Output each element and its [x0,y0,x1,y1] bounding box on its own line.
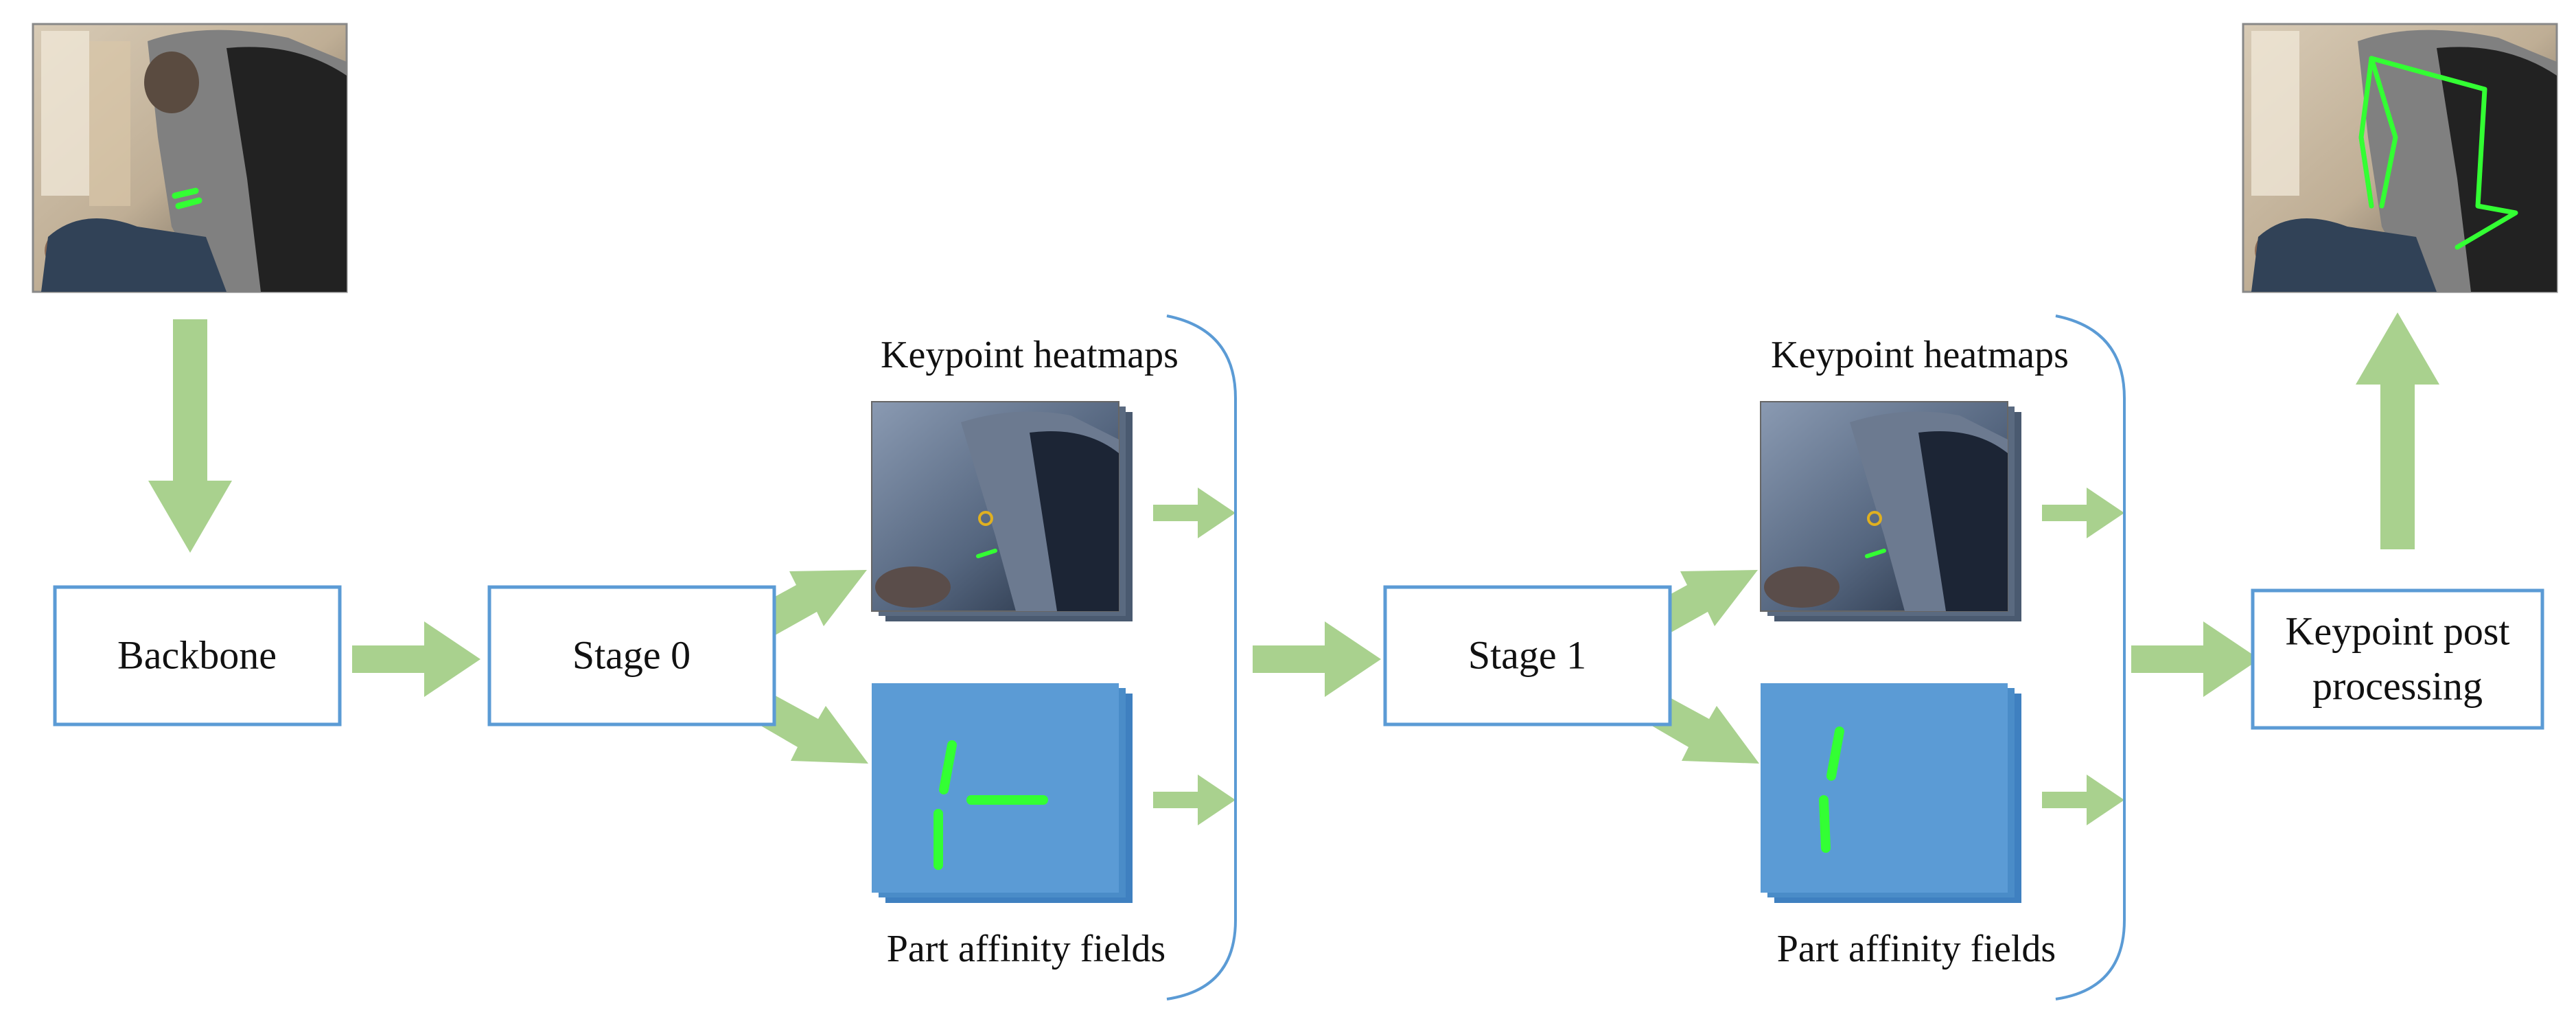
stage1-box: Stage 1 [1383,585,1672,726]
pose-skeleton [2358,56,2518,250]
stage0-label: Stage 0 [572,632,691,677]
arrow-stage0-to-pafs [755,694,868,764]
keypoint-post-processing-box: Keypoint post processing [2251,588,2544,730]
backbone-box: Backbone [53,585,342,726]
heatmaps1-label: Keypoint heatmaps [1771,334,2069,376]
arrow-stage1-to-pafs [1646,694,1759,764]
arrow-brace1-to-post [2131,621,2260,697]
arrow-pafs0-to-brace [1153,775,1235,825]
heatmap-stack-1 [1760,401,2021,621]
bracket-stage1 [2055,314,2126,1000]
arrow-backbone-to-stage0 [352,621,480,697]
heatmap-stack-0 [871,401,1133,621]
stage1-label: Stage 1 [1468,632,1586,677]
arrow-heatmaps1-to-brace [2042,488,2124,538]
paf-stack-1 [1761,683,2021,903]
bracket-stage0 [1166,314,1237,1000]
input-photo [32,23,348,293]
pafs1-label: Part affinity fields [1777,928,2056,970]
arrow-pafs1-to-brace [2042,775,2124,825]
arrow-heatmaps0-to-brace [1153,488,1235,538]
arrow-input-to-backbone [148,319,232,553]
output-photo [2242,23,2558,293]
heatmaps0-label: Keypoint heatmaps [881,334,1179,376]
post-label-line2: processing [2312,663,2483,708]
flow-arrows [148,312,2439,825]
arrow-brace0-to-stage1 [1253,621,1381,697]
post-label-line1: Keypoint post [2285,608,2509,653]
stage0-box: Stage 0 [487,585,776,726]
pafs0-label: Part affinity fields [887,928,1165,970]
paf-stack-0 [872,683,1133,903]
backbone-label: Backbone [117,632,277,677]
arrow-post-to-output [2356,312,2439,549]
arrow-stage1-to-heatmaps [1646,570,1758,637]
arrow-stage0-to-heatmaps [755,570,867,637]
